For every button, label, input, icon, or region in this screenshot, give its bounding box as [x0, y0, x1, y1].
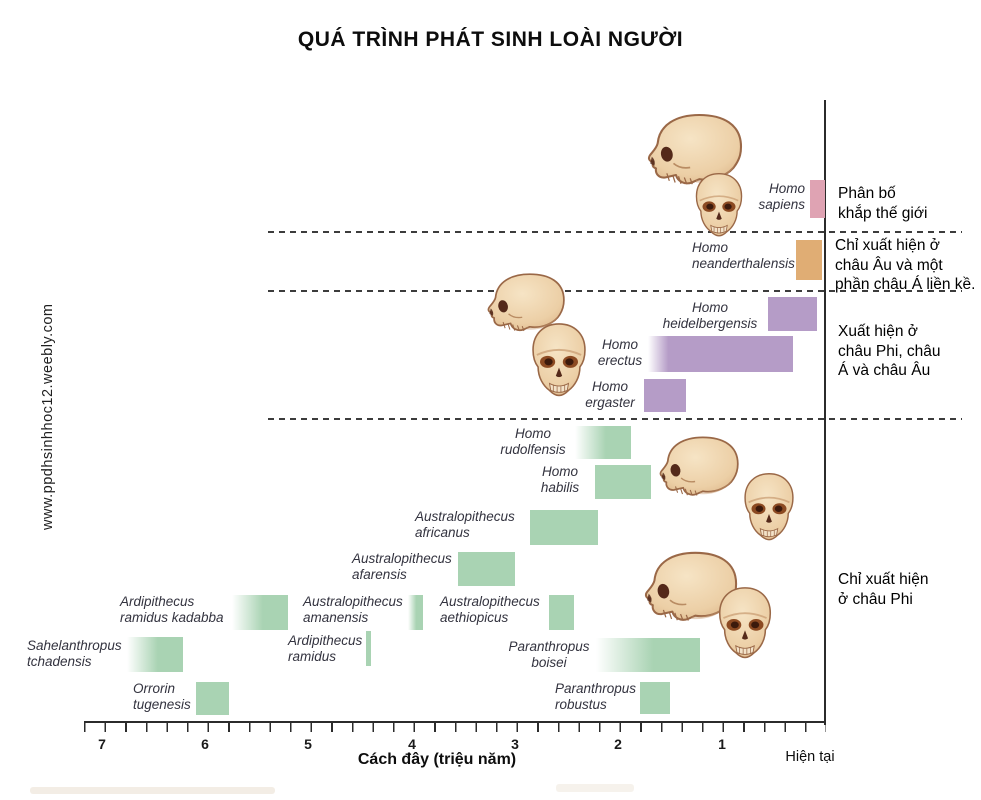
species-bar-ergaster: [644, 379, 686, 412]
species-label-africanus: Australopithecus africanus: [415, 509, 515, 540]
axis-tick-label: 1: [718, 736, 726, 752]
species-label-heidelbergensis: Homo heidelbergensis: [662, 300, 758, 331]
species-label-afarensis: Australopithecus afarensis: [352, 551, 452, 582]
species-bar-boisei: [596, 638, 700, 672]
species-bar-afarensis: [458, 552, 515, 586]
axis-tick-label: 3: [511, 736, 519, 752]
species-bar-habilis: [595, 465, 651, 499]
species-bar-africanus: [530, 510, 598, 545]
annotation-worldwide: Phân bố khắp thế giới: [838, 185, 928, 222]
species-label-neanderthalensis: Homo neanderthalensis: [692, 240, 795, 271]
species-label-ergaster: Homo ergaster: [585, 379, 635, 410]
timeline-axis: [84, 721, 826, 723]
species-bar-ramidus: [366, 631, 371, 666]
annotation-europe: Chỉ xuất hiện ở châu Âu và một phần châu…: [835, 237, 976, 293]
species-bar-kadabba: [232, 595, 288, 630]
species-label-rudolfensis: Homo rudolfensis: [500, 426, 566, 457]
axis-tick-label: 6: [201, 736, 209, 752]
page-title: QUÁ TRÌNH PHÁT SINH LOÀI NGƯỜI: [297, 28, 684, 51]
species-bar-robustus: [640, 682, 670, 714]
axis-tick-label: 5: [304, 736, 312, 752]
species-bar-amanensis: [408, 595, 423, 630]
species-label-ramidus: Ardipithecus ramidus: [288, 633, 363, 664]
axis-tick-label: 4: [408, 736, 416, 752]
axis-caption: Cách đây (triệu năm): [357, 751, 517, 768]
species-bar-neanderthalensis: [796, 240, 822, 280]
species-label-boisei: Paranthropus boisei: [508, 639, 590, 670]
faint-watermark-strip: [30, 787, 275, 794]
watermark-url: www.ppdhsinhhoc12.weebly.com: [40, 303, 56, 530]
dashed-separator-1: [268, 231, 962, 233]
present-day-line: [824, 100, 826, 725]
species-label-tugenesis: Orrorin tugenesis: [133, 681, 191, 712]
species-label-robustus: Paranthropus robustus: [555, 681, 637, 712]
dashed-separator-3: [268, 418, 962, 420]
annotation-afro-eurasia: Xuất hiện ở châu Phi, châu Á và châu Âu: [838, 323, 941, 379]
species-bar-heidelbergensis: [768, 297, 817, 331]
annotation-africa-only: Chỉ xuất hiện ở châu Phi: [838, 571, 929, 608]
species-bar-sapiens: [810, 180, 825, 218]
dashed-separator-2: [268, 290, 962, 292]
skull-front-icon: [718, 586, 772, 659]
species-label-erectus: Homo erectus: [597, 337, 643, 368]
faint-watermark-strip: [556, 784, 634, 792]
species-bar-aethiopicus: [549, 595, 574, 630]
skull-front-icon: [744, 472, 794, 541]
species-label-tchadensis: Sahelanthropus tchadensis: [27, 638, 122, 669]
axis-tick-label: 2: [614, 736, 622, 752]
species-bar-erectus: [648, 336, 793, 372]
timeline-tick-marks: [84, 723, 826, 732]
species-bar-tugenesis: [196, 682, 229, 715]
species-bar-tchadensis: [127, 637, 183, 672]
species-label-aethiopicus: Australopithecus aethiopicus: [440, 594, 540, 625]
species-label-amanensis: Australopithecus amanensis: [303, 594, 403, 625]
skull-side-icon: [659, 436, 739, 497]
species-label-kadabba: Ardipithecus ramidus kadabba: [120, 594, 224, 625]
species-bar-rudolfensis: [575, 426, 631, 459]
species-label-habilis: Homo habilis: [540, 464, 580, 495]
present-label: Hiện tại: [785, 749, 835, 765]
axis-tick-label: 7: [98, 736, 106, 752]
species-label-sapiens: Homo sapiens: [758, 181, 805, 212]
